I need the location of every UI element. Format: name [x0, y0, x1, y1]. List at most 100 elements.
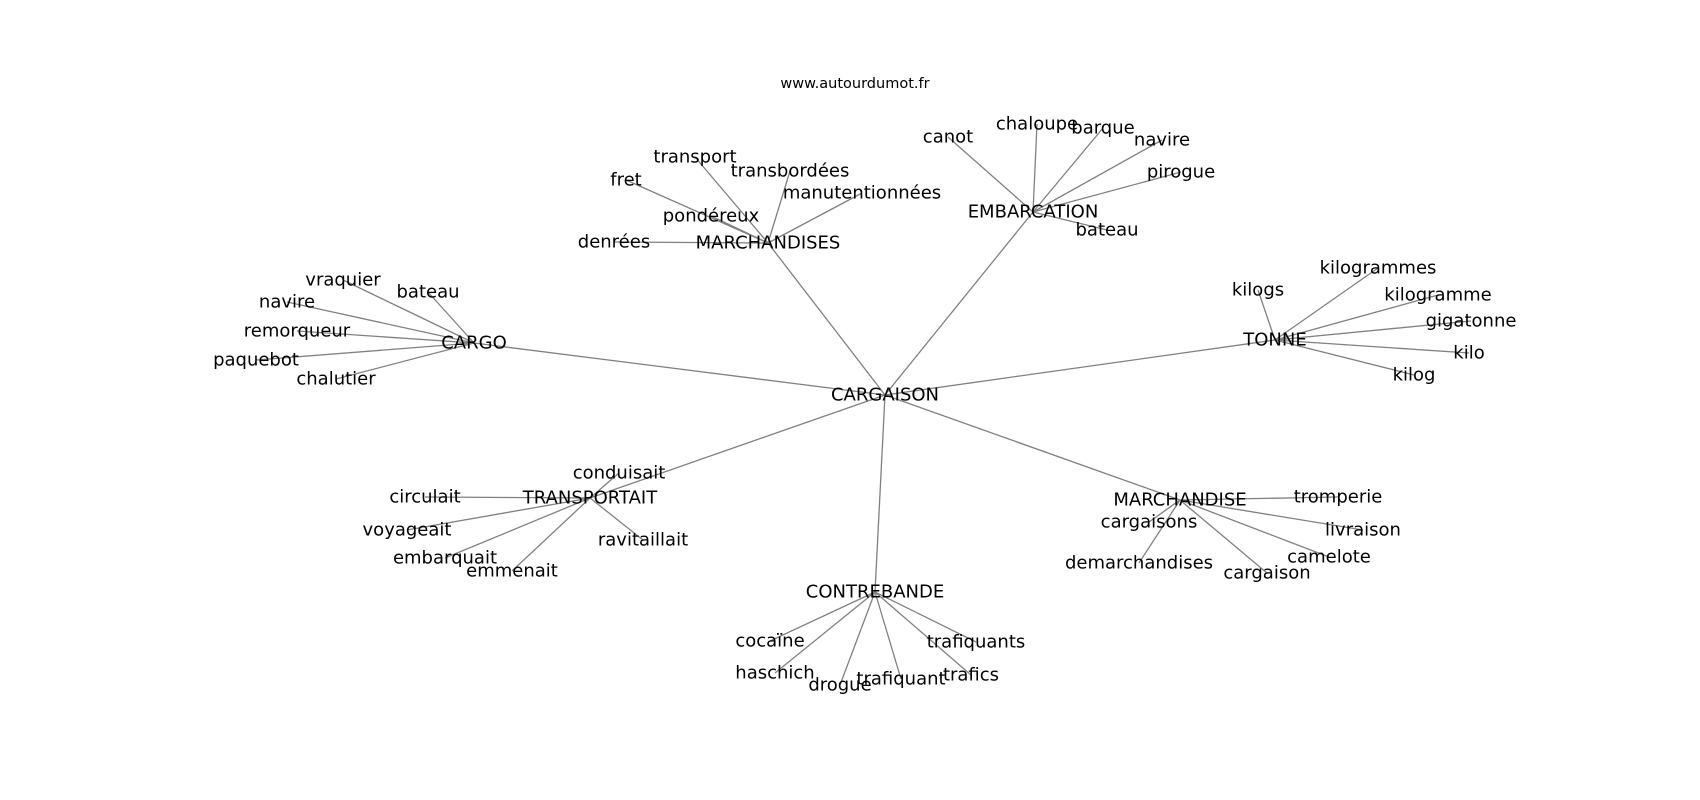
leaf-node-marchandise-tromperie: tromperie: [1294, 487, 1383, 508]
hub-node-marchandise: MARCHANDISE: [1113, 490, 1246, 511]
root-node-cargaison: CARGAISON: [831, 385, 939, 406]
edge-cargo-to-paquebot: [255, 342, 475, 361]
edge-marchandise-to-cargaisons: [1148, 499, 1181, 523]
edge-cargo-to-vraquier: [342, 279, 475, 344]
leaf-node-embarcation-canot: canot: [923, 127, 973, 148]
hub-node-marchandises: MARCHANDISES: [696, 233, 841, 254]
edge-marchandises-to-transbordees: [767, 170, 791, 244]
leaf-node-marchandise-camelote: camelote: [1287, 547, 1371, 568]
leaf-node-embarcation-pirogue: pirogue: [1147, 162, 1215, 183]
leaf-node-transportait-circulait: circulait: [389, 487, 460, 508]
leaf-node-transportait-ravitaillait: ravitaillait: [598, 530, 688, 551]
edge-marchandise-to-tromperie: [1179, 496, 1339, 501]
edge-marchandises-to-transport: [694, 156, 769, 244]
edge-transportait-to-circulait: [424, 496, 591, 499]
edge-transportait-to-emmenait: [511, 497, 591, 572]
leaf-node-contrebande-cocaine: cocaïne: [735, 631, 804, 652]
edge-tonne-to-kilogramme: [1274, 294, 1439, 341]
edge-embarcation-to-barque: [1032, 127, 1104, 213]
edge-transportait-to-ravitaillait: [589, 497, 644, 541]
edge-root-to-transportait: [589, 394, 886, 499]
leaf-node-tonne-gigatonne: gigatonne: [1426, 311, 1517, 332]
leaf-node-cargo-chalutier: chalutier: [296, 369, 376, 390]
edge-tonne-to-kilog: [1274, 339, 1415, 376]
edge-marchandise-to-camelote: [1179, 499, 1330, 558]
hub-node-contrebande: CONTREBANDE: [806, 582, 944, 603]
hub-node-embarcation: EMBARCATION: [968, 202, 1099, 223]
source-url-text: www.autourdumot.fr: [780, 76, 929, 92]
edge-tonne-to-kilogrammes: [1274, 267, 1379, 341]
edge-contrebande-to-haschich: [774, 591, 876, 674]
leaf-node-contrebande-drogue: drogue: [808, 675, 871, 696]
edge-tonne-to-gigatonne: [1274, 320, 1472, 341]
leaf-node-embarcation-bateau: bateau: [1075, 220, 1138, 241]
leaf-node-marchandises-manutentionnees: manutentionnées: [783, 183, 941, 204]
leaf-node-embarcation-navire: navire: [1134, 130, 1190, 151]
edge-marchandise-to-cargaison: [1179, 499, 1268, 574]
leaf-node-marchandise-livraison: livraison: [1325, 520, 1401, 541]
edge-marchandise-to-livraison: [1179, 499, 1364, 531]
edge-root-to-contrebande: [874, 394, 886, 593]
leaf-node-marchandises-pondereux: pondéreux: [663, 206, 760, 227]
leaf-node-transportait-voyageait: voyageait: [363, 520, 452, 541]
leaf-node-marchandise-cargaison: cargaison: [1223, 563, 1310, 584]
edge-cargo-to-bateau: [427, 291, 475, 344]
edge-transportait-to-embarquait: [444, 497, 591, 559]
leaf-node-cargo-bateau: bateau: [396, 282, 459, 303]
edge-embarcation-to-canot: [947, 136, 1034, 213]
edge-marchandises-to-pondereux: [710, 215, 769, 244]
edge-cargo-to-chalutier: [335, 342, 475, 380]
edge-contrebande-to-trafiquants: [874, 591, 977, 643]
edge-contrebande-to-cocaine: [769, 591, 876, 642]
hub-node-cargo: CARGO: [441, 333, 507, 354]
leaf-node-marchandises-denrees: denrées: [578, 232, 650, 253]
edge-tonne-to-kilogs: [1257, 289, 1276, 341]
edge-root-to-marchandises: [767, 242, 886, 396]
leaf-node-tonne-kilo: kilo: [1453, 343, 1484, 364]
leaf-node-transportait-embarquait: embarquait: [393, 548, 497, 569]
edge-contrebande-to-trafics: [874, 591, 972, 676]
leaf-node-cargo-remorqueur: remorqueur: [244, 321, 351, 342]
leaf-node-marchandise-cargaisons: cargaisons: [1101, 512, 1198, 533]
leaf-node-embarcation-chaloupe: chaloupe: [996, 114, 1078, 135]
leaf-node-tonne-kilogs: kilogs: [1232, 280, 1284, 301]
edge-cargo-to-navire: [286, 301, 475, 344]
edge-marchandise-to-demarchandises: [1138, 499, 1181, 564]
leaf-node-tonne-kilog: kilog: [1393, 365, 1436, 386]
edge-root-to-cargo: [473, 342, 886, 396]
leaf-node-marchandises-transbordees: transbordées: [731, 161, 850, 182]
edge-tonne-to-kilo: [1274, 339, 1470, 354]
leaf-node-contrebande-haschich: haschich: [735, 663, 814, 684]
edge-marchandises-to-manutentionnees: [767, 192, 863, 244]
leaf-node-tonne-kilogramme: kilogramme: [1384, 285, 1491, 306]
leaf-node-contrebande-trafics: trafics: [943, 665, 999, 686]
leaf-node-contrebande-trafiquant: trafiquant: [856, 669, 945, 690]
edge-contrebande-to-drogue: [839, 591, 876, 686]
edge-embarcation-to-pirogue: [1032, 171, 1182, 213]
leaf-node-cargo-navire: navire: [259, 292, 315, 313]
leaf-node-marchandises-fret: fret: [610, 170, 641, 191]
leaf-node-embarcation-barque: barque: [1071, 118, 1134, 139]
edge-layer: [255, 123, 1472, 686]
leaf-node-marchandises-transport: transport: [653, 147, 736, 168]
edge-marchandises-to-denrees: [613, 241, 769, 244]
edge-cargo-to-remorqueur: [296, 330, 475, 344]
leaf-node-transportait-conduisait: conduisait: [573, 463, 666, 484]
leaf-node-contrebande-trafiquants: trafiquants: [927, 632, 1026, 653]
edge-embarcation-to-chaloupe: [1032, 123, 1038, 213]
leaf-node-cargo-paquebot: paquebot: [213, 350, 299, 371]
label-layer: vraquierbateaunavireremorqueurpaquebotch…: [213, 114, 1516, 696]
edge-transportait-to-conduisait: [589, 472, 620, 499]
leaf-node-tonne-kilogrammes: kilogrammes: [1320, 258, 1437, 279]
edge-embarcation-to-navire: [1032, 139, 1163, 213]
edge-root-to-marchandise: [884, 394, 1181, 501]
hub-node-transportait: TRANSPORTAIT: [522, 488, 658, 509]
edge-root-to-embarcation: [884, 211, 1034, 396]
edge-transportait-to-voyageait: [406, 497, 591, 531]
edge-contrebande-to-trafiquant: [874, 591, 902, 680]
leaf-node-transportait-emmenait: emmenait: [466, 561, 558, 582]
edge-root-to-tonne: [884, 339, 1276, 396]
leaf-node-cargo-vraquier: vraquier: [305, 270, 381, 291]
hub-node-tonne: TONNE: [1242, 330, 1306, 351]
